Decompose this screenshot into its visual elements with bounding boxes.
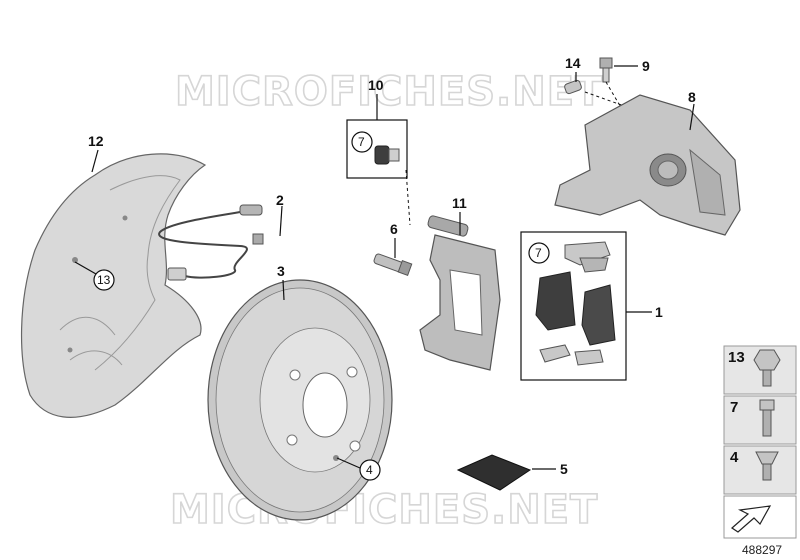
ref-circle-7-pads bbox=[528, 242, 550, 264]
grease-packet[interactable] bbox=[456, 454, 532, 491]
backing-shield[interactable] bbox=[20, 153, 207, 418]
ref-label-4: 4 bbox=[366, 463, 373, 477]
callout-14: 14 bbox=[565, 55, 581, 71]
legend-number-7: 7 bbox=[730, 399, 738, 416]
brake-pad-inner[interactable] bbox=[535, 271, 576, 331]
pad-springs[interactable] bbox=[539, 344, 604, 366]
caliper-carrier[interactable] bbox=[419, 215, 501, 371]
diagram-id: 488297 bbox=[742, 543, 782, 557]
hex-bolt-icon bbox=[759, 399, 775, 437]
direction-arrow-icon bbox=[731, 505, 772, 533]
callout-3: 3 bbox=[277, 263, 285, 279]
callout-5: 5 bbox=[560, 461, 568, 477]
ref-label-7-pads: 7 bbox=[535, 246, 542, 260]
callout-2: 2 bbox=[276, 192, 284, 208]
guide-bolt[interactable] bbox=[373, 253, 413, 276]
legend: 13 7 4 bbox=[723, 345, 797, 539]
bleeder-valve[interactable] bbox=[564, 79, 582, 95]
legend-number-13: 13 bbox=[728, 349, 745, 366]
brake-pad-outer[interactable] bbox=[581, 284, 616, 346]
brake-caliper[interactable] bbox=[554, 94, 741, 236]
ref-circle-4 bbox=[359, 459, 381, 481]
callout-1: 1 bbox=[655, 304, 663, 320]
guide-bolt-cap[interactable] bbox=[374, 145, 400, 165]
brake-disc[interactable] bbox=[207, 279, 393, 521]
callout-6: 6 bbox=[390, 221, 398, 237]
watermark-bottom: MICROFICHES.NET bbox=[170, 487, 598, 533]
callout-11: 11 bbox=[452, 195, 467, 211]
pad-clips[interactable] bbox=[564, 241, 611, 273]
callout-12: 12 bbox=[88, 133, 104, 149]
ref-circle-13 bbox=[93, 269, 115, 291]
callout-10: 10 bbox=[368, 77, 384, 93]
callout-8: 8 bbox=[688, 89, 696, 105]
ref-circle-7-kit bbox=[351, 131, 373, 153]
legend-number-4: 4 bbox=[730, 449, 739, 466]
countersunk-screw-icon bbox=[755, 451, 779, 481]
watermark-top: MICROFICHES.NET bbox=[175, 69, 603, 115]
ref-label-7-kit: 7 bbox=[358, 135, 365, 149]
brake-wear-sensor[interactable] bbox=[158, 204, 264, 281]
callout-9: 9 bbox=[642, 58, 650, 74]
hex-flange-bolt-icon bbox=[753, 349, 781, 387]
ref-label-13: 13 bbox=[97, 273, 111, 287]
